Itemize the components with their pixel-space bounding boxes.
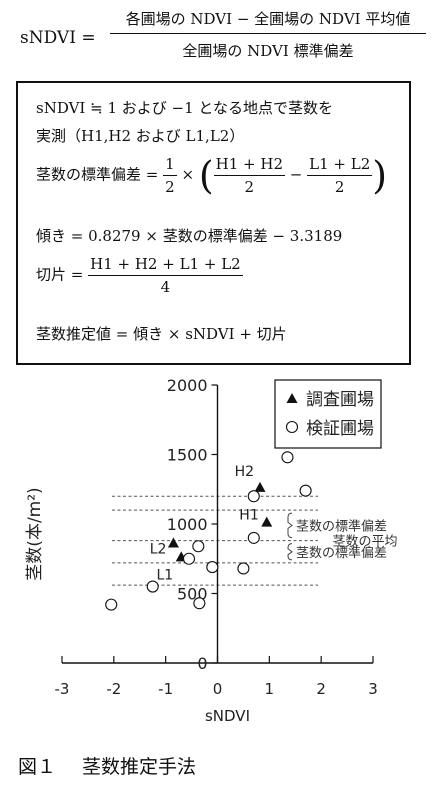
survey-point-label: H2 (235, 464, 254, 480)
close-paren: ) (372, 153, 388, 198)
stem-sd-lhs: 茎数の標準偏差 = (36, 165, 159, 184)
y-tick-label: 1000 (167, 515, 208, 534)
times-operator: × (181, 165, 195, 184)
snDVI-numerator: 各圃場の NDVI − 全圃場の NDVI 平均値 (110, 8, 426, 34)
x-tick-label: 2 (316, 680, 326, 698)
y-tick-label: 1500 (167, 446, 208, 465)
y-tick-label: 0 (197, 654, 207, 673)
h-average-fraction: H1 + H2 2 (213, 155, 285, 196)
figure-caption: 図１ 茎数推定手法 (18, 752, 196, 779)
sd-bracket (287, 543, 293, 561)
legend-box (274, 379, 382, 449)
half-fraction: 1 2 (163, 155, 177, 196)
validation-field-point (247, 490, 260, 503)
snDVI-lhs: sNDVI = (20, 28, 96, 48)
y-tick-label: 2000 (167, 376, 208, 395)
intercept-fraction: H1 + H2 + L1 + L2 4 (88, 255, 243, 296)
sd-bracket-label: 茎数の標準偏差 (296, 545, 387, 561)
intercept-denominator: 4 (160, 278, 171, 296)
h-sum: H1 + H2 (213, 155, 285, 176)
validation-field-point (182, 552, 196, 565)
l-average-fraction: L1 + L2 2 (307, 155, 373, 196)
validation-field-point (247, 531, 260, 544)
legend-triangle-marker (286, 393, 298, 403)
snDVI-denominator: 全圃場の NDVI 標準偏差 (182, 42, 354, 60)
slope-formula: 傾き = 0.8279 × 茎数の標準偏差 − 3.3189 (36, 227, 343, 245)
stem-sd-formula: 茎数の標準偏差 = 1 2 × ( H1 + H2 2 − L1 + L2 2 … (36, 155, 387, 196)
measurement-note-line1: sNDVI ≒ 1 および −1 となる地点で茎数を (36, 99, 333, 117)
legend-entry-label: 検証圃場 (306, 419, 374, 439)
snDVI-definition-formula: sNDVI = 各圃場の NDVI − 全圃場の NDVI 平均値 全圃場の N… (14, 8, 426, 70)
y-axis-label: 茎数(本/m²) (25, 487, 45, 580)
sd-bracket-label: 茎数の標準偏差 (296, 518, 387, 534)
validation-field-point (237, 562, 250, 575)
x-axis-label: sNDVI (205, 707, 250, 725)
legend-circle-marker (285, 420, 299, 434)
validation-field-point (192, 540, 205, 553)
x-tick-label: -2 (106, 680, 121, 698)
validation-field-point (146, 580, 159, 593)
measurement-note-line2: 実測（H1,H2 および L1,L2） (36, 127, 245, 145)
survey-point-label: L2 (150, 541, 167, 557)
half-denominator: 2 (165, 178, 175, 196)
x-tick-label: -1 (158, 680, 173, 698)
half-numerator: 1 (163, 155, 177, 176)
figure-title: 茎数推定手法 (82, 756, 197, 778)
survey-point-label: L1 (156, 567, 173, 583)
survey-field-point (254, 481, 266, 492)
snDVI-fraction: 各圃場の NDVI − 全圃場の NDVI 平均値 全圃場の NDVI 標準偏差 (110, 8, 426, 61)
h-divisor: 2 (244, 178, 255, 196)
survey-point-label: H1 (239, 508, 258, 524)
mean-label-backdrop (318, 531, 412, 549)
validation-field-point (193, 597, 206, 610)
minus-operator: − (289, 165, 303, 184)
intercept-lhs: 切片 = (36, 265, 84, 284)
legend-entry-label: 調査圃場 (306, 390, 374, 410)
l-divisor: 2 (334, 178, 345, 196)
l-sum: L1 + L2 (307, 155, 373, 176)
validation-field-point (281, 451, 294, 464)
sd-bracket (287, 512, 293, 539)
figure-number: 図１ (18, 756, 57, 778)
open-paren: ( (198, 153, 214, 198)
estimate-formula: 茎数推定値 = 傾き × sNDVI + 切片 (36, 325, 287, 343)
survey-field-point (261, 516, 273, 527)
x-tick-label: 0 (213, 680, 223, 698)
x-tick-label: 1 (265, 680, 275, 698)
x-tick-label: 3 (368, 680, 378, 698)
validation-field-point (206, 561, 219, 574)
intercept-formula: 切片 = H1 + H2 + L1 + L2 4 (36, 255, 243, 296)
reference-lines: 茎数の平均 (112, 495, 412, 586)
x-tick-label: -3 (55, 680, 70, 698)
intercept-numerator: H1 + H2 + L1 + L2 (88, 255, 243, 276)
method-formula-box: sNDVI ≒ 1 および −1 となる地点で茎数を 実測（H1,H2 および … (16, 81, 411, 365)
survey-field-point (167, 537, 179, 548)
validation-field-point (299, 484, 312, 497)
mean-line-label: 茎数の平均 (332, 535, 397, 550)
validation-field-point (105, 598, 118, 611)
